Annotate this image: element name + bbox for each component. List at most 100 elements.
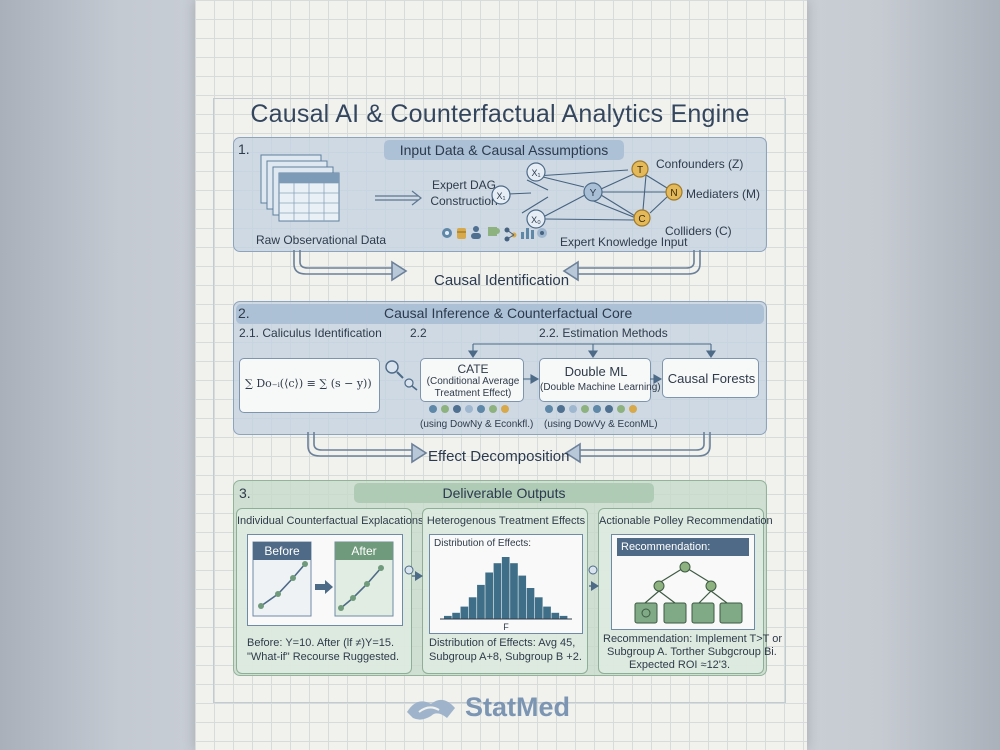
svg-text:X₁: X₁ [531,168,540,178]
section1-graphics: X₁ X₁ X₀ Y T N C [260,154,683,242]
svg-text:X₁: X₁ [496,191,505,201]
caption-line-3: Expected ROI ≈12'3. [629,659,731,671]
svg-text:T: T [637,165,643,176]
histogram-bar [493,563,502,619]
statmed-logo-text: StatMed [465,692,571,722]
section-deliverables: 3. Deliverable Outputs Individual Counte… [233,480,782,676]
svg-text:N: N [670,188,677,199]
section-number: 1. [238,141,250,157]
cate-subtitle-2: Treatment Effect) [434,388,512,399]
dag-node-y: Y [583,182,603,202]
cate-library-icons [429,405,509,413]
subsection-number: 2.2 [410,326,427,340]
svg-text:C: C [638,214,645,225]
flow-arrows-decomposition [307,432,711,464]
histogram-bar [526,588,535,619]
double-ml-subtitle: (Double Machine Learning) [540,382,661,393]
svg-text:X₀: X₀ [531,215,541,225]
formula-box: ∑ Do₋ᵢ(⟨c⟩) ≡ ∑ (s − y)) [239,358,380,413]
expert-knowledge-icons [442,226,547,242]
dml-library-icons [545,405,637,413]
arrow-data-to-dag-icon [375,190,422,206]
flow-arrows-identification [293,250,701,282]
causal-forests-title: Causal Forests [667,371,756,386]
after-chart [334,541,394,617]
panel-title: Actionable Polley Recommendation [599,515,773,527]
panel-title: Heterogenous Treatment Effects [426,515,586,527]
distribution-title: Distribution of Effects: [434,538,532,549]
before-tag: Before [264,544,300,558]
raw-data-label: Raw Observational Data [256,233,387,247]
connector-arrow-2 [588,565,599,591]
legend-confounders: Confounders (Z) [656,157,744,171]
histogram-bar [477,584,485,619]
cate-title: CATE [457,362,489,376]
recommendation-header: Recommendation: [617,538,749,556]
diagram-title: Causal AI & Counterfactual Analytics Eng… [250,100,750,128]
caption-line-2: Subgroup A. Torther Subgcroup Bi. [607,646,777,658]
flow-label-decomposition: Effect Decomposition [428,448,570,465]
decision-tree-icon [634,561,743,624]
cate-subtitle-1: (Conditional Average [426,376,520,387]
histogram-bar [452,612,460,619]
connector-arrow-1 [404,565,423,581]
arrow-right-icon [315,580,333,594]
expert-input-label: Expert Knowledge Input [560,235,688,249]
gear-icon [442,228,452,238]
legend-mediators: Mediaters (M) [686,187,761,201]
caption-line-1: Distribution of Effects: Avg 45, [429,637,576,649]
distribution-box: Distribution of Effects: F [429,534,583,634]
panel-treatment-effects: Heterogenous Treatment Effects Distribut… [422,508,588,674]
dag-label-line2: Construction [430,194,498,208]
cate-box: CATE (Conditional Average Treatment Effe… [420,358,524,402]
search-icon [404,378,418,391]
caption-line-1: Recommendation: Implement T>T or [603,633,783,645]
histogram-bar [501,557,510,619]
formula: ∑ Do₋ᵢ(⟨c⟩) ≡ ∑ (s − y)) [245,377,372,390]
section-header [236,304,764,324]
dag-node-x1: X₁ [491,185,511,205]
diagram-frame [213,98,786,703]
caption-line-2: "What-if" Recourse Ruggested. [247,651,400,663]
dag-node-x0: X₀ [526,209,546,229]
section-header: Input Data & Causal Assumptions [384,140,624,160]
cate-note: (using DowNy & Econkfl.) [420,419,534,430]
histogram-bar [534,597,543,619]
search-icon [385,360,404,379]
x-axis-label: F [503,622,509,632]
subsection-estimation: 2.2. Estimation Methods [539,326,668,340]
after-tag: After [351,544,377,558]
dag-node-x1-top: X₁ [526,162,546,182]
histogram-bar [460,606,469,619]
double-ml-box: Double ML (Double Machine Learning) [539,358,661,402]
spreadsheet-stack-icon [260,154,340,222]
section2-graphics [385,343,717,413]
section-title: Causal Inference & Counterfactual Core [384,305,633,321]
histogram-bar [551,612,560,619]
before-chart [252,541,312,617]
histogram-chart: F [440,557,572,632]
histogram-bar [518,575,527,619]
settings-icon [537,228,547,238]
legend-colliders: Colliders (C) [665,224,732,238]
database-icon [457,228,466,239]
histogram-bar [485,572,493,619]
histogram-bar [468,597,477,619]
section-number: 3. [239,485,251,501]
histogram-bar [510,563,518,619]
section3-graphics [252,541,743,624]
section-number: 2. [238,305,250,321]
histogram-bar [444,615,452,619]
network-icon [504,227,517,242]
dag-node-t: T [631,160,649,178]
flow-label-identification: Causal Identification [434,272,570,289]
panel-title: Individual Counterfactual Explacations [237,515,424,527]
chart-icon [521,228,534,239]
double-ml-note: (using DowVy & EconML) [544,419,658,430]
section-header: Deliverable Outputs [354,483,654,503]
dag-label-line1: Expert DAG [431,178,497,192]
section-inference-core: 2. Causal Inference & Counterfactual Cor… [233,301,767,435]
puzzle-icon [488,227,500,236]
subsection-calculus: 2.1. Caliculus Identification [239,326,382,340]
svg-text:Y: Y [590,188,597,199]
